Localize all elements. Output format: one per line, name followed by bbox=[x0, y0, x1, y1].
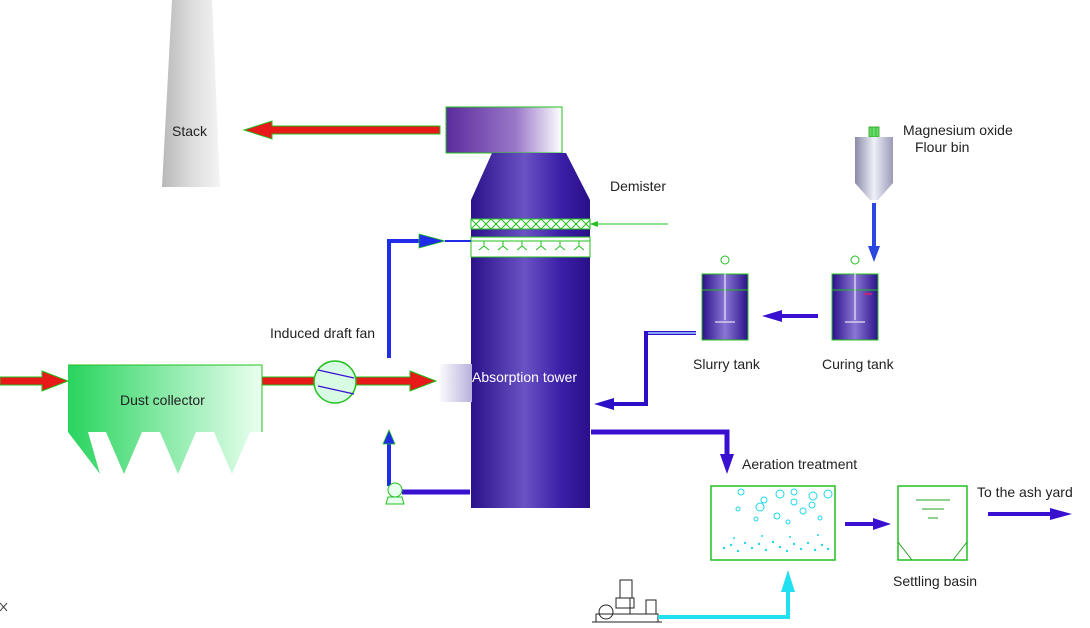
curing-to-slurry-arrow bbox=[762, 310, 818, 322]
magnesium-oxide-label-line2: Flour bin bbox=[915, 139, 969, 155]
bin-to-curing-pipe bbox=[868, 203, 880, 262]
to-ash-yard-label: To the ash yard bbox=[977, 484, 1073, 500]
flue-gas-inlet-arrow bbox=[0, 370, 70, 392]
aeration-to-settling-arrow bbox=[845, 518, 891, 530]
absorption-tower-label: Absorption tower bbox=[472, 369, 577, 385]
curing-tank bbox=[831, 255, 879, 341]
stack-label: Stack bbox=[172, 123, 208, 139]
recirculation-pipe bbox=[382, 233, 471, 495]
tower-inlet-duct bbox=[438, 364, 472, 402]
absorption-tower bbox=[438, 106, 590, 508]
induced-draft-fan bbox=[313, 360, 357, 404]
stack bbox=[162, 0, 220, 187]
curing-tank-label: Curing tank bbox=[822, 356, 895, 372]
dust-collector bbox=[68, 364, 263, 474]
dust-collector-label: Dust collector bbox=[120, 392, 205, 408]
air-supply-pipe bbox=[658, 570, 795, 619]
demister-label: Demister bbox=[610, 178, 666, 194]
corner-mark-icon bbox=[0, 602, 8, 612]
tower-to-aeration-pipe bbox=[591, 429, 734, 474]
settling-basin-label: Settling basin bbox=[893, 573, 977, 589]
demister bbox=[470, 218, 668, 230]
slurry-feed-pipe bbox=[594, 331, 696, 410]
spray-header bbox=[470, 236, 591, 258]
circulation-pump-icon bbox=[385, 482, 405, 505]
aeration-treatment-label: Aeration treatment bbox=[742, 456, 857, 472]
aeration-tank bbox=[710, 485, 836, 561]
tower-outlet-duct bbox=[445, 106, 563, 154]
flue-gas-to-stack-arrow bbox=[242, 120, 441, 140]
to-ash-yard-arrow bbox=[988, 508, 1072, 520]
settling-basin bbox=[897, 485, 968, 561]
air-blower-icon bbox=[592, 579, 662, 623]
induced-draft-fan-label: Induced draft fan bbox=[270, 325, 375, 341]
slurry-tank-label: Slurry tank bbox=[693, 356, 761, 372]
magnesium-oxide-bin bbox=[855, 126, 893, 200]
slurry-tank bbox=[701, 255, 749, 341]
magnesium-oxide-label-line1: Magnesium oxide bbox=[903, 122, 1013, 138]
